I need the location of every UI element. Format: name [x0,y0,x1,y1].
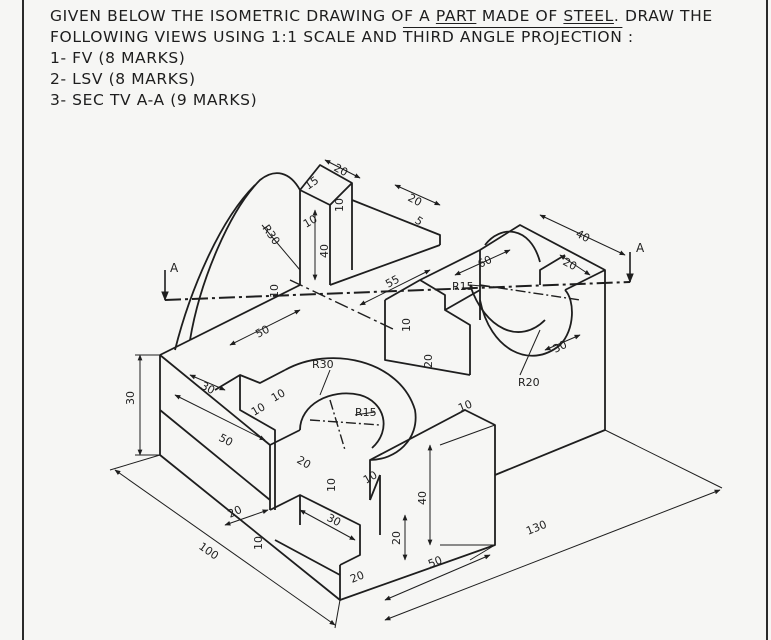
dim-15-post: 15 [302,174,321,193]
dim-10-inner-a: 10 [249,400,268,418]
dim-line-30-saddle [544,334,581,351]
u-cut-inner [299,392,385,449]
page-border-right [766,0,768,640]
part-word: PART [435,7,477,25]
center-lines [164,279,631,451]
dim-line-20-step [224,509,269,526]
label-r20: R20 [518,376,540,389]
instructions: GIVEN BELOW THE ISOMETRIC DRAWING OF A P… [50,6,750,111]
section-mark-left: A [170,261,179,275]
section-mark-right: A [636,241,645,255]
dim-line-50-left [174,394,266,441]
task-lsv: 2- LSV (8 MARKS) [50,70,196,88]
dim-line-20-saddle [559,254,591,276]
dim-40-post: 40 [318,244,331,258]
dim-line-50-front [384,554,491,601]
saddle-block [479,224,606,476]
task-sec-tv: 3- SEC TV A-A (9 MARKS) [50,91,258,109]
dim-line-40-top [539,214,626,256]
dim-line-30-top [189,374,226,391]
dim-40-front: 40 [416,491,429,505]
dim-line-100 [114,469,336,626]
instruction-line-2: FOLLOWING VIEWS USING 1:1 SCALE AND THIR… [50,28,634,46]
dim-10-post-top: 10 [333,198,346,212]
top-edge-back [329,199,441,286]
dim-line-50-top [229,309,301,346]
dim-20-front: 20 [390,531,403,545]
dim-30-top: 30 [199,379,217,397]
dim-line-20-post [324,159,361,179]
label-r30-mid: R30 [312,358,334,371]
dimension-lines [109,159,723,629]
extension-lines [109,354,723,629]
dim-5: 5 [412,214,425,229]
dim-50-left: 50 [217,431,235,449]
dim-10-left-post: 10 [268,284,281,298]
u-cut-outer [284,357,417,500]
rib-thickness [174,184,256,351]
dim-20-post: 20 [332,161,350,179]
dim-30-left: 30 [124,391,137,405]
dim-10-post: 10 [301,212,320,230]
dim-line-30-step [299,509,356,541]
dim-20-saddle: 20 [561,255,579,273]
leader-r15-mid [354,411,376,416]
leader-r15-right [469,284,506,289]
leader-r30-top [261,224,301,271]
instruction-line-1: GIVEN BELOW THE ISOMETRIC DRAWING OF A P… [50,7,713,25]
label-r15-mid: R15 [355,406,377,419]
dim-130: 130 [524,518,548,538]
dim-20-top: 20 [406,191,424,209]
dim-10-right-front: 10 [456,397,474,414]
dim-10-step: 10 [252,536,265,550]
dim-10-slot: 10 [400,318,413,332]
dim-line-60 [454,249,511,276]
label-r15-right: R15 [452,280,474,293]
third-angle-phrase: THIRD ANGLE PROJECTION [402,28,623,46]
task-fv: 1- FV (8 MARKS) [50,49,186,67]
dim-line-20-top [394,184,441,206]
dim-60: 60 [476,253,494,271]
leader-r30-mid [319,369,331,396]
dim-20-front-left: 20 [226,503,244,521]
dim-100: 100 [196,540,221,563]
dim-30-step: 30 [325,511,343,529]
dim-55: 55 [383,273,401,291]
saddle-arc-inner [469,284,546,333]
dim-20-slot: 20 [422,354,435,368]
page-border-left [22,0,24,640]
steel-word: STEEL [563,7,614,25]
rib-profile [189,172,301,341]
cutting-plane-line [164,281,631,301]
leader-r20 [519,329,541,376]
saddle-arc-top [484,230,541,263]
dim-20-inner: 20 [295,453,314,471]
section-arrows [161,252,634,301]
slot-block [384,249,481,376]
dim-40-top: 40 [574,227,592,245]
dim-10-vert: 10 [325,478,338,492]
dim-30-saddle: 30 [551,338,569,356]
dim-50-front: 50 [426,553,444,570]
dim-50-top: 50 [253,323,271,341]
dim-10-inner-b: 10 [269,386,288,404]
dim-10-corner: 10 [361,468,380,486]
dim-20-bottom: 20 [348,568,366,585]
dim-line-55 [359,269,431,306]
dimension-texts: 100 130 30 50 20 40 20 50 30 20 10 10 20… [124,161,592,586]
